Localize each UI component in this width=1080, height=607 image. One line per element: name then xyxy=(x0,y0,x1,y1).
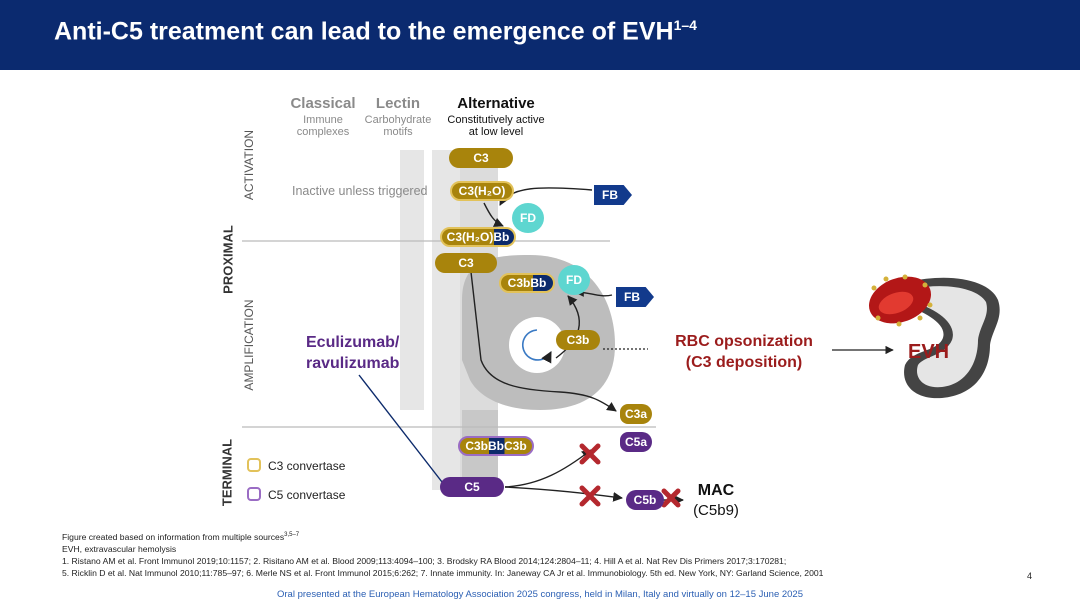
footer-text: Oral presented at the European Hematolog… xyxy=(277,589,803,600)
fb-tag-2: FB xyxy=(616,287,654,307)
fd-circle-1: FD xyxy=(512,203,544,233)
rbc-cell-icon xyxy=(869,274,933,327)
legend-c5-convertase: C5 convertase xyxy=(268,488,346,502)
inactive-label: Inactive unless triggered xyxy=(292,184,428,198)
c3-mid-pill: C3 xyxy=(435,253,497,273)
mac-label: MAC (C5b9) xyxy=(693,482,739,519)
rbc-opsonization-label: RBC opsonization (C3 deposition) xyxy=(675,333,813,371)
legend-c3-convertase: C3 convertase xyxy=(268,459,346,473)
footnotes: Figure created based on information from… xyxy=(62,531,824,578)
phase-label-activation: ACTIVATION xyxy=(242,129,256,201)
legend-c3-convertase-swatch xyxy=(247,458,261,472)
c3h2obb-pill: C3(H₂O)Bb xyxy=(440,227,516,247)
phase-label-terminal: TERMINAL xyxy=(219,438,235,507)
c3-top-pill: C3 xyxy=(449,148,513,168)
pathway-lectin: Lectin Carbohydrate motifs xyxy=(364,95,432,138)
fd-circle-2: FD xyxy=(558,265,590,295)
page-number: 4 xyxy=(1027,571,1033,581)
c5a-pill: C5a xyxy=(620,432,652,452)
pathway-alternative: Alternative Constitutively active at low… xyxy=(447,95,545,138)
fb-tag-1: FB xyxy=(594,185,632,205)
phase-label-proximal: PROXIMAL xyxy=(220,225,236,294)
drug-label: Eculizumab/ ravulizumab xyxy=(306,334,400,372)
legend-c5-convertase-swatch xyxy=(247,487,261,501)
c3bbbc3b-pill: C3bBbC3b xyxy=(458,436,534,456)
c5-pill: C5 xyxy=(440,477,504,497)
c3a-pill: C3a xyxy=(620,404,652,424)
pathway-classical: Classical Immune complexes xyxy=(290,95,356,138)
slide-title: Anti-C5 treatment can lead to the emerge… xyxy=(54,17,697,46)
c3h2o-pill: C3(H₂O) xyxy=(450,181,514,201)
c5b-pill: C5b xyxy=(626,490,664,510)
header-bar: Anti-C5 treatment can lead to the emerge… xyxy=(0,0,1080,70)
evh-label: EVH xyxy=(908,341,950,363)
c3b-pill: C3b xyxy=(556,330,600,350)
cross-icon xyxy=(579,443,681,508)
c3bbb-pill: C3bBb xyxy=(499,273,555,293)
phase-label-amplification: AMPLIFICATION xyxy=(242,299,256,391)
